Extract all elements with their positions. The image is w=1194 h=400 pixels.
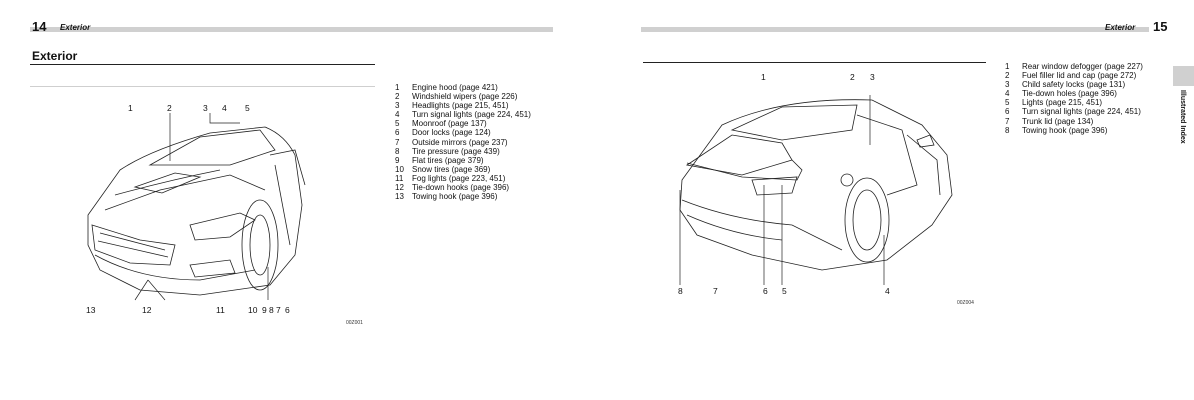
page-number: 15 (1153, 19, 1168, 34)
callout-11: 11 (216, 305, 225, 315)
callout-6: 6 (763, 286, 768, 296)
figure-code: 00Z001 (346, 320, 363, 326)
callout-6: 6 (285, 305, 290, 315)
side-tab-label: Illustrated Index (1179, 90, 1186, 144)
callout-8: 8 (269, 305, 274, 315)
callout-4: 4 (885, 286, 890, 296)
section-rule (30, 64, 375, 65)
chapter-title: Exterior (1105, 23, 1136, 32)
callout-7: 7 (276, 305, 281, 315)
callout-2: 2 (167, 103, 172, 113)
figure-top-rule (30, 86, 375, 87)
side-tab-marker (1173, 66, 1194, 86)
right-page: Exterior 15 (597, 0, 1194, 400)
callout-4: 4 (222, 103, 227, 113)
header-bar (641, 27, 1149, 32)
callout-2: 2 (850, 72, 855, 82)
chapter-title: Exterior (60, 23, 91, 32)
callout-5: 5 (245, 103, 250, 113)
callout-1: 1 (761, 72, 766, 82)
callout-1: 1 (128, 103, 133, 113)
callout-7: 7 (713, 286, 718, 296)
header-bar (30, 27, 553, 32)
callout-13: 13 (86, 305, 96, 315)
callout-8: 8 (678, 286, 683, 296)
callout-9: 9 (262, 305, 267, 315)
section-rule (643, 62, 986, 63)
front-car-illustration (87, 113, 306, 301)
callout-3: 3 (870, 72, 875, 82)
callout-3: 3 (203, 103, 208, 113)
page-number: 14 (32, 19, 47, 34)
rear-car-illustration (679, 95, 953, 285)
callout-5: 5 (782, 286, 787, 296)
left-page: 14 Exterior Exterior (30, 19, 553, 326)
section-title: Exterior (32, 49, 78, 63)
figure-code: 00Z004 (957, 300, 974, 306)
callout-12: 12 (142, 305, 152, 315)
callout-10: 10 (248, 305, 258, 315)
